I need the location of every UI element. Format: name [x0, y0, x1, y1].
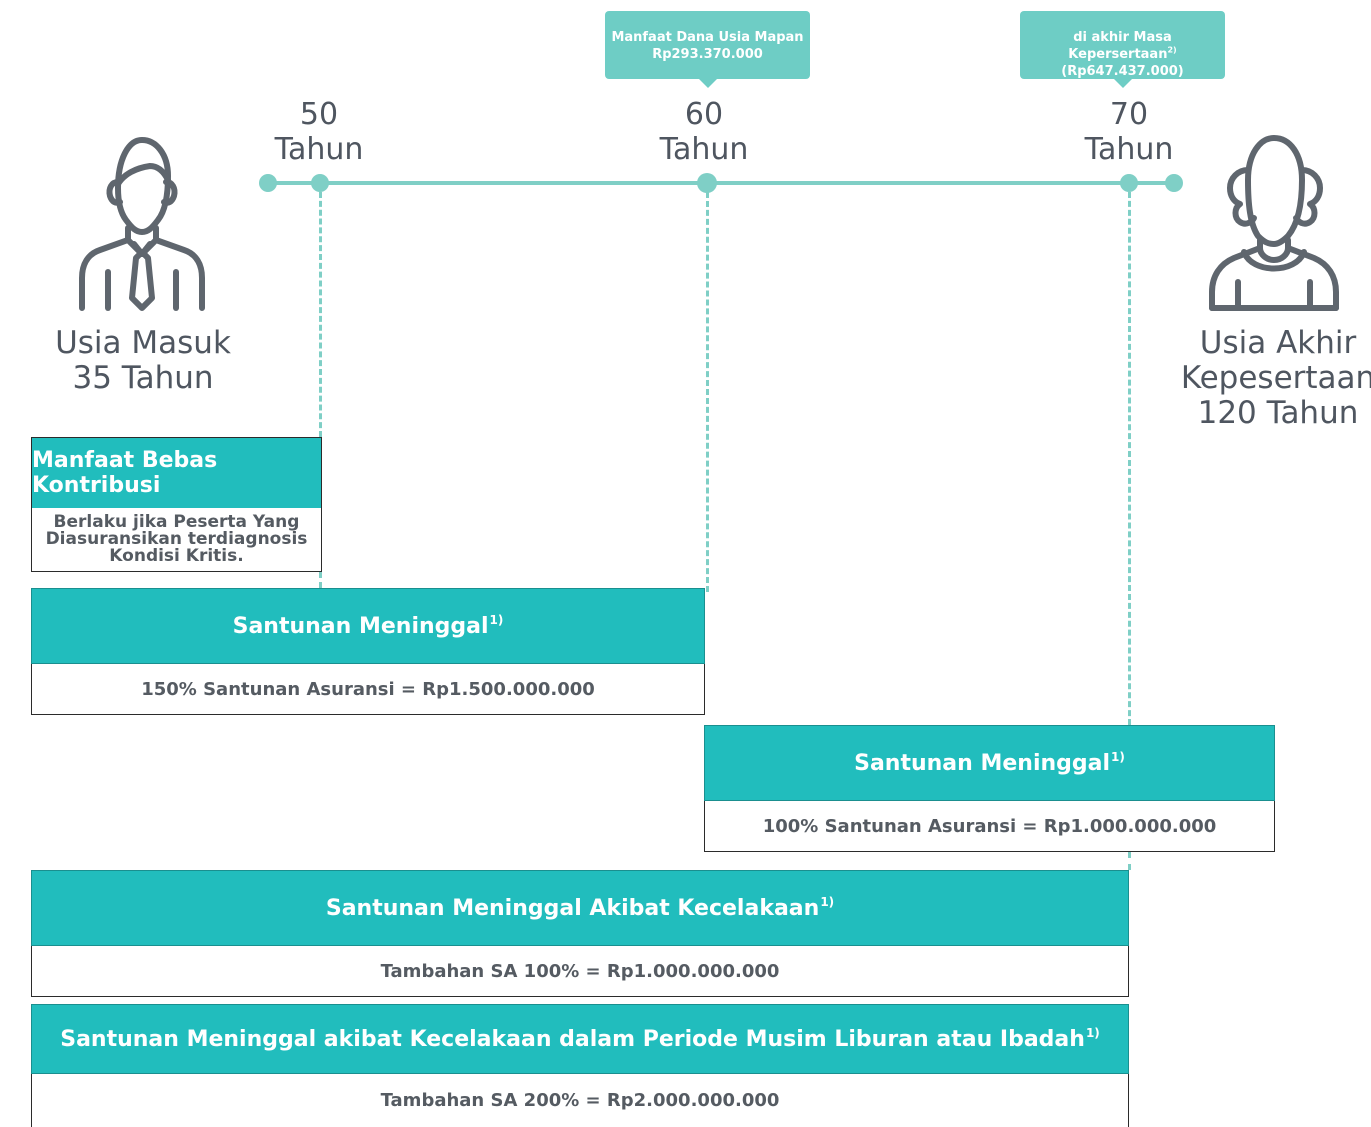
callout-akhir-kepesertaan-title: di akhir Masa Kepersertaan	[1068, 30, 1172, 62]
accident-death-benefit-value: Tambahan SA 100% = Rp1.000.000.000	[31, 946, 1129, 997]
age-label-60: 60 Tahun	[659, 97, 749, 167]
footnote-marker: 1)	[1111, 750, 1125, 764]
waiver-benefit-desc: Berlaku jika Peserta Yang Diasuransikan …	[31, 508, 322, 572]
death-benefit-after-60-title: Santunan Meninggal	[854, 750, 1111, 776]
footnote-marker: 1)	[489, 613, 504, 627]
timeline-dot-50	[311, 174, 329, 192]
exit-age-label: Usia Akhir Kepesertaan 120 Tahun	[1180, 325, 1371, 431]
age-label-70: 70 Tahun	[1084, 97, 1174, 167]
guide-line-70	[1128, 192, 1131, 725]
timeline-dot-60	[697, 173, 717, 193]
timeline-dot-70	[1120, 174, 1138, 192]
footnote-marker: 1)	[1085, 1026, 1100, 1040]
age-label-50: 50 Tahun	[274, 97, 364, 167]
entry-age-label: Usia Masuk 35 Tahun	[55, 325, 231, 396]
guide-line-50	[319, 192, 322, 437]
young-man-with-tie-icon	[79, 137, 205, 311]
waiver-benefit-title: Manfaat Bebas Kontribusi	[32, 448, 218, 498]
footnote-marker: 1)	[820, 895, 835, 909]
guide-line-50-lower	[319, 572, 322, 588]
waiver-benefit-header: Manfaat Bebas Kontribusi	[31, 437, 322, 508]
callout-dana-usia-mapan: Manfaat Dana Usia Mapan Rp293.370.000	[605, 11, 810, 88]
timeline-start-dot	[259, 174, 277, 192]
callout-akhir-kepesertaan: di akhir Masa Kepersertaan2) (Rp647.437.…	[1020, 11, 1225, 88]
callout-dana-usia-mapan-amount: Rp293.370.000	[652, 47, 763, 62]
holiday-accident-benefit-header: Santunan Meninggal akibat Kecelakaan dal…	[31, 1004, 1129, 1074]
elderly-man-icon	[1209, 135, 1339, 311]
holiday-accident-benefit-value: Tambahan SA 200% = Rp2.000.000.000	[31, 1074, 1129, 1127]
death-benefit-value: 150% Santunan Asuransi = Rp1.500.000.000	[31, 664, 705, 715]
callout-akhir-kepesertaan-amount: (Rp647.437.000)	[1061, 64, 1184, 79]
timeline-end-dot	[1165, 174, 1183, 192]
guide-line-60	[706, 192, 709, 592]
holiday-accident-benefit-title: Santunan Meninggal akibat Kecelakaan dal…	[60, 1026, 1085, 1052]
callout-footnote: 2)	[1167, 45, 1177, 55]
timeline-axis	[268, 181, 1174, 185]
accident-death-benefit-title: Santunan Meninggal Akibat Kecelakaan	[325, 895, 820, 921]
guide-line-70-lower	[1128, 852, 1131, 870]
callout-dana-usia-mapan-title: Manfaat Dana Usia Mapan	[611, 30, 804, 45]
death-benefit-title: Santunan Meninggal	[232, 613, 489, 639]
death-benefit-after-60-value: 100% Santunan Asuransi = Rp1.000.000.000	[704, 801, 1275, 852]
